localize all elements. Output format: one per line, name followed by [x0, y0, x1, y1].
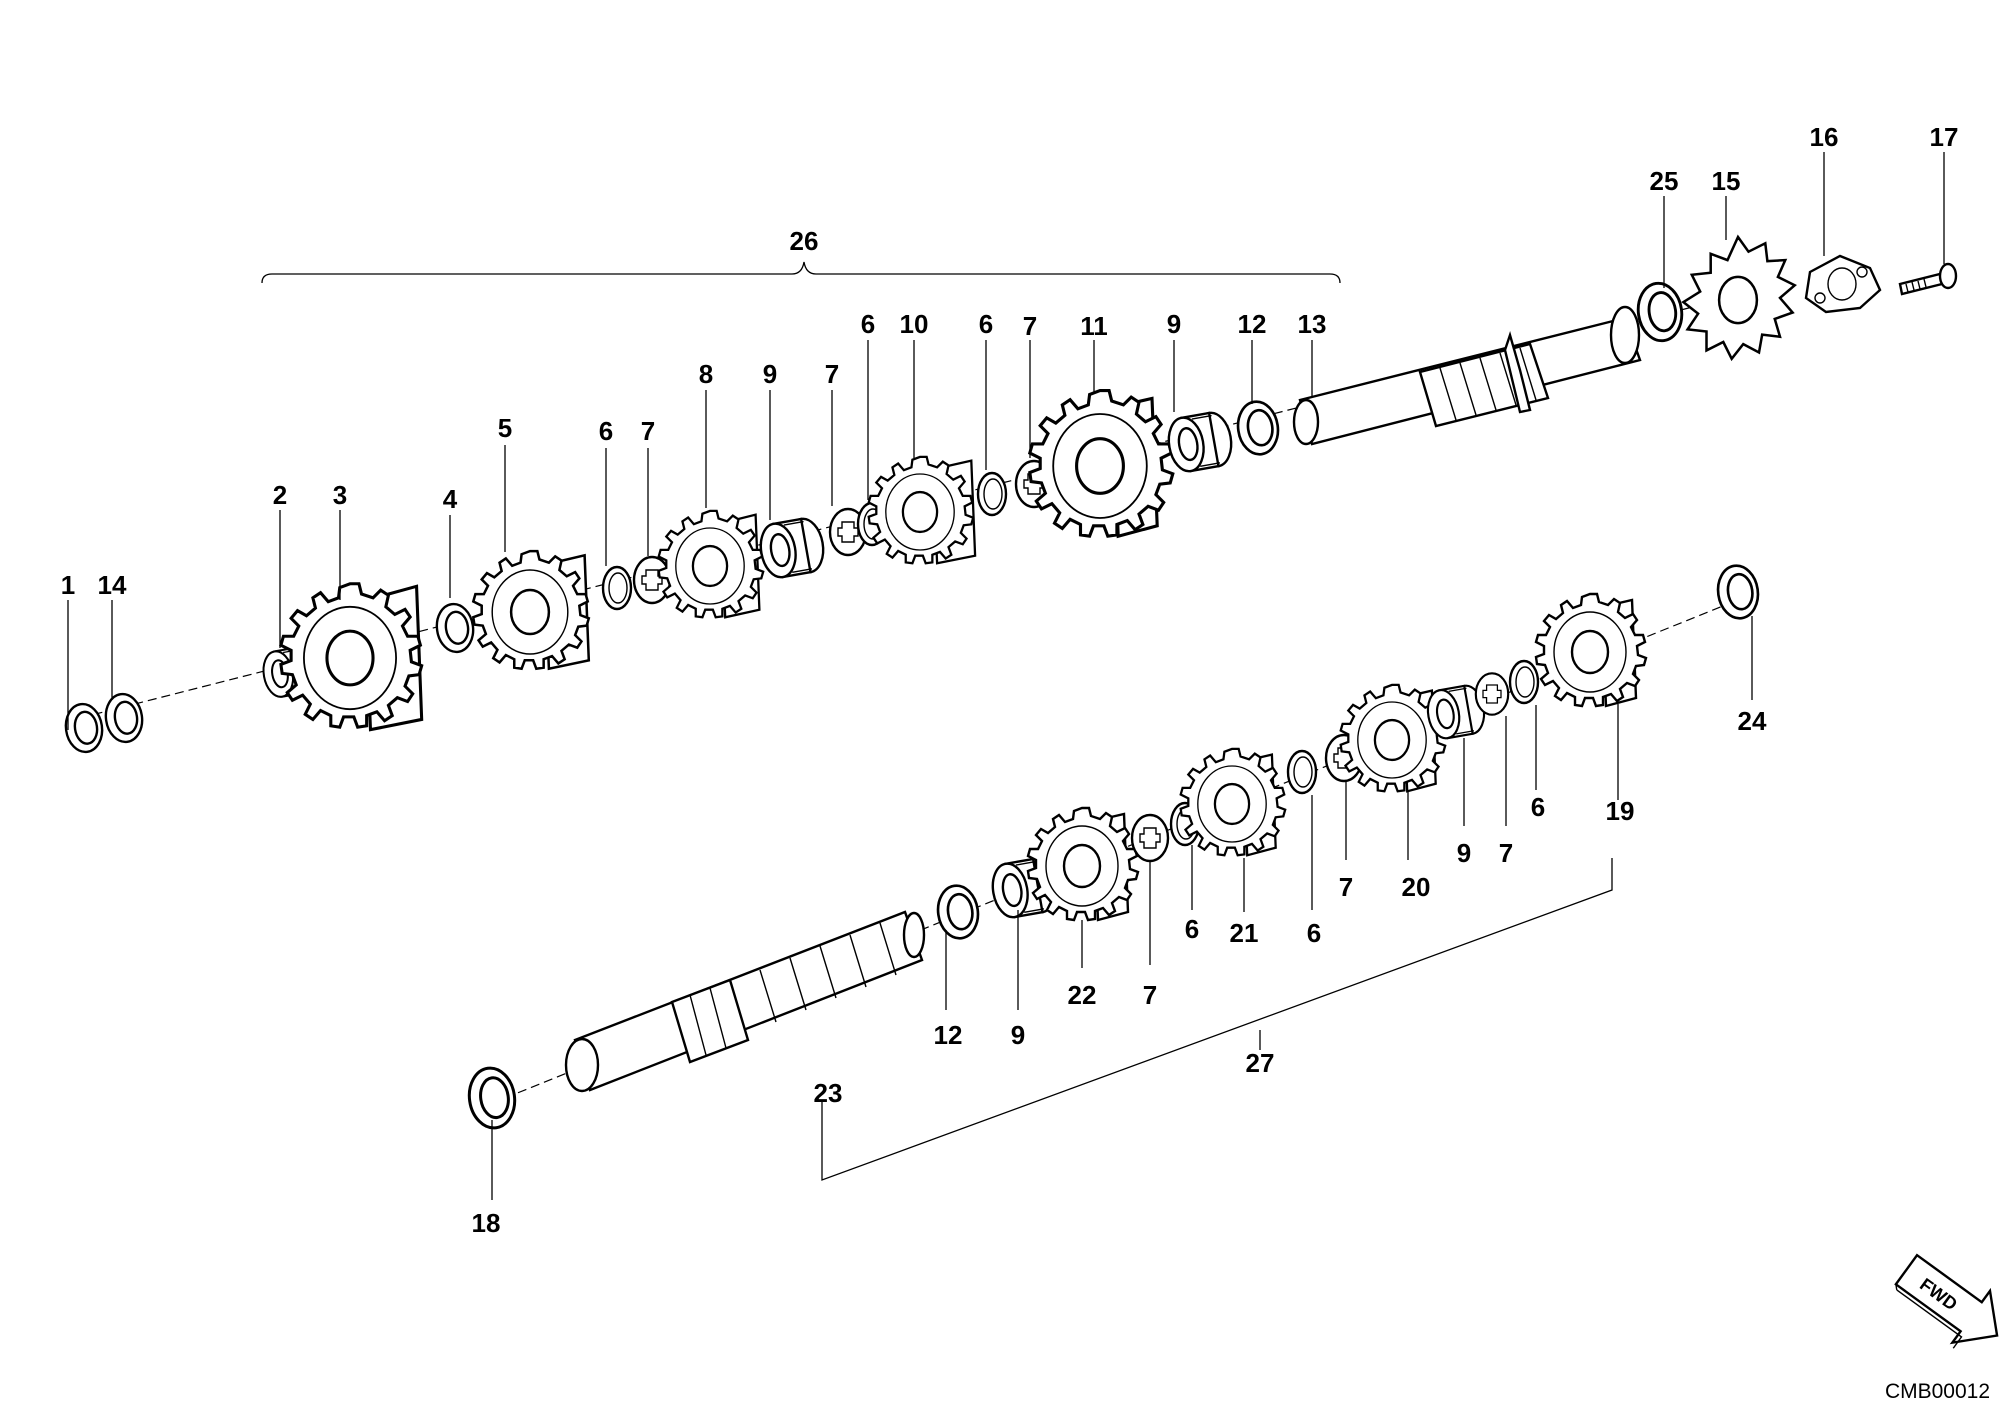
gear-8: [657, 509, 765, 619]
bearing-9a: [755, 514, 829, 582]
forward-direction-arrow: FWD: [1894, 1253, 1999, 1349]
washer-24: [1713, 561, 1763, 623]
callout-9c: 9: [1011, 1020, 1025, 1050]
callout-13: 13: [1298, 309, 1327, 339]
drawing-code: CMB00012: [1885, 1380, 1990, 1403]
washer-14: [101, 690, 147, 746]
callout-12a: 12: [1238, 309, 1267, 339]
spline-washer-7f: [1474, 672, 1510, 716]
washer-25: [1633, 279, 1687, 345]
bolt-17: [1898, 262, 1958, 296]
callout-7c: 7: [1023, 311, 1037, 341]
callout-7b: 7: [825, 359, 839, 389]
lower-shaft-assembly: [464, 561, 1763, 1133]
main-shaft-13: [1292, 305, 1642, 446]
callout-1: 1: [61, 570, 75, 600]
counter-shaft-23: [564, 910, 926, 1093]
callout-6f: 6: [1531, 792, 1545, 822]
gear-5: [472, 549, 591, 671]
callout-6d: 6: [1185, 914, 1199, 944]
callout-10: 10: [900, 309, 929, 339]
callout-7a: 7: [641, 416, 655, 446]
callout-2: 2: [273, 480, 287, 510]
callout-15: 15: [1712, 166, 1741, 196]
callout-18: 18: [472, 1208, 501, 1238]
gear-21: [1179, 747, 1287, 857]
spline-washer-7d: [1130, 813, 1170, 863]
washer-4: [432, 600, 478, 656]
callout-19: 19: [1606, 796, 1635, 826]
callout-9b: 9: [1167, 309, 1181, 339]
callout-group-26: 26: [790, 226, 819, 256]
circlip-6c: [976, 471, 1008, 517]
group-bracket-26: [261, 261, 1341, 284]
callout-6e: 6: [1307, 918, 1321, 948]
gear-22: [1026, 806, 1140, 922]
washer-12b: [933, 881, 983, 943]
circlip-6a: [601, 565, 633, 611]
gear-19: [1534, 592, 1648, 708]
callout-5: 5: [498, 413, 512, 443]
plate-16: [1804, 254, 1882, 314]
callout-12b: 12: [934, 1020, 963, 1050]
washer-12a: [1233, 397, 1283, 459]
callout-25: 25: [1650, 166, 1679, 196]
callout-7f: 7: [1499, 838, 1513, 868]
callout-group-27: 27: [1246, 1048, 1275, 1078]
callout-7e: 7: [1339, 872, 1353, 902]
washer-1: [61, 700, 107, 756]
circlip-6e: [1286, 749, 1318, 795]
spline-washer-7a: [632, 555, 672, 605]
gear-11: [1028, 389, 1175, 539]
callout-8: 8: [699, 359, 713, 389]
callout-17: 17: [1930, 122, 1959, 152]
callout-3: 3: [333, 480, 347, 510]
callout-6c: 6: [979, 309, 993, 339]
callout-6b: 6: [861, 309, 875, 339]
callout-16: 16: [1810, 122, 1839, 152]
group-leader-27: [821, 858, 1613, 1181]
callout-6a: 6: [599, 416, 613, 446]
callout-21: 21: [1230, 918, 1259, 948]
callout-24: 24: [1738, 706, 1767, 736]
callout-11: 11: [1080, 311, 1108, 341]
callout-4: 4: [443, 484, 458, 514]
gear-10: [867, 455, 977, 565]
bearing-9b: [1163, 408, 1237, 476]
callout-23: 23: [814, 1078, 843, 1108]
callout-20: 20: [1402, 872, 1431, 902]
callout-22: 22: [1068, 980, 1097, 1010]
circlip-6f: [1508, 659, 1540, 705]
callout-14: 14: [98, 570, 127, 600]
callout-9a: 9: [763, 359, 777, 389]
sprocket-15: [1681, 234, 1797, 362]
upper-shaft-assembly: [61, 234, 1958, 756]
gear-3: [279, 582, 424, 732]
callout-7d: 7: [1143, 980, 1157, 1010]
leader-lines: [67, 152, 1945, 1200]
callout-9d: 9: [1457, 838, 1471, 868]
callout-labels: 26 1 14 2 3 4 5 6 7 8 9 7 6 10 6 7 11 9 …: [61, 122, 1959, 1238]
